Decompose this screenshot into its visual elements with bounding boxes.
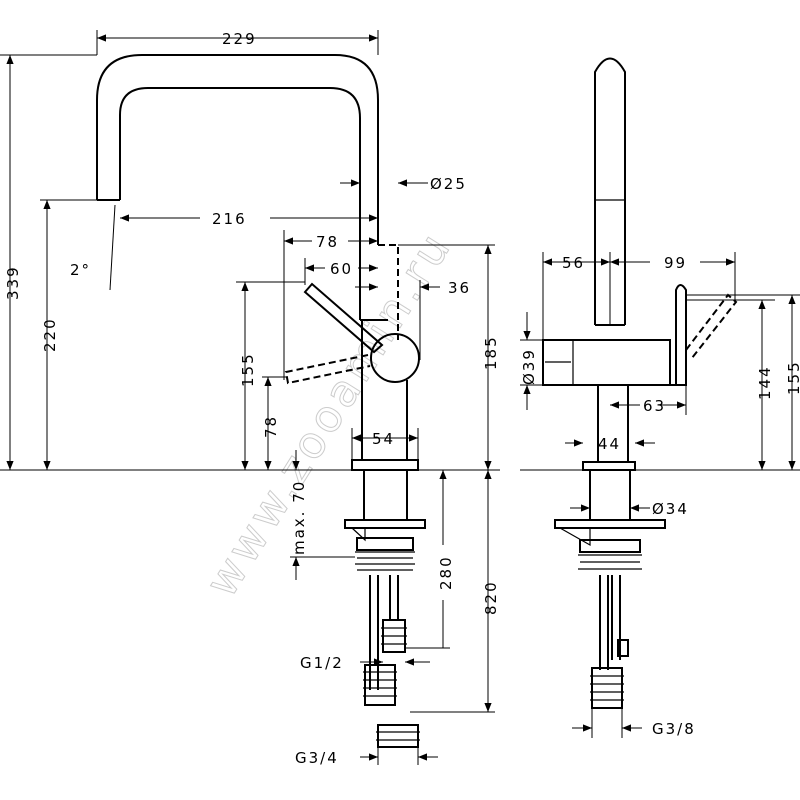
dim-base-diameter: 54: [372, 430, 395, 448]
dim-spout-offset: 56: [562, 254, 585, 272]
dim-body-height: 185: [482, 335, 500, 370]
front-dimension-lines: [0, 30, 495, 765]
dim-handle-reach: 60: [330, 260, 353, 278]
dim-shank-thread: G3/4: [295, 749, 339, 767]
dim-total-height: 339: [4, 265, 22, 300]
front-view-faucet: [96, 54, 426, 748]
dim-handle-height-side: 144: [756, 365, 774, 400]
dim-spout-width: 229: [222, 30, 257, 48]
dim-hose-length: 820: [482, 580, 500, 615]
dim-spout-height: 220: [41, 317, 59, 352]
dim-connection-thread-side: G3/8: [652, 720, 696, 738]
side-view-faucet: [542, 57, 738, 709]
dim-shank-diameter: Ø34: [652, 500, 689, 518]
dim-handle-reach-open: 78: [316, 233, 339, 251]
dim-base-width: 44: [598, 435, 621, 453]
dim-spout-angle: 2°: [70, 261, 91, 279]
dim-handle-projection: 99: [664, 254, 687, 272]
dim-lever-height: 155: [785, 360, 800, 395]
dim-connection-thread: G1/2: [300, 654, 344, 672]
dim-shank-length: 280: [437, 555, 455, 590]
dim-body-offset: 36: [448, 279, 471, 297]
dim-handle-height: 155: [239, 352, 257, 387]
dim-handle-diameter: Ø39: [520, 348, 538, 385]
dim-spout-reach: 216: [212, 210, 247, 228]
dim-spout-diameter: Ø25: [430, 175, 467, 193]
svg-text:www.zooamin.ru: www.zooamin.ru: [196, 222, 462, 606]
side-dimension-lines: [520, 252, 800, 738]
dim-handle-height-open: 78: [262, 415, 280, 438]
watermark: www.zooamin.ru: [196, 221, 463, 606]
dim-lever-offset: 63: [643, 397, 666, 415]
dim-max-deck-thickness: max. 70: [290, 480, 308, 555]
